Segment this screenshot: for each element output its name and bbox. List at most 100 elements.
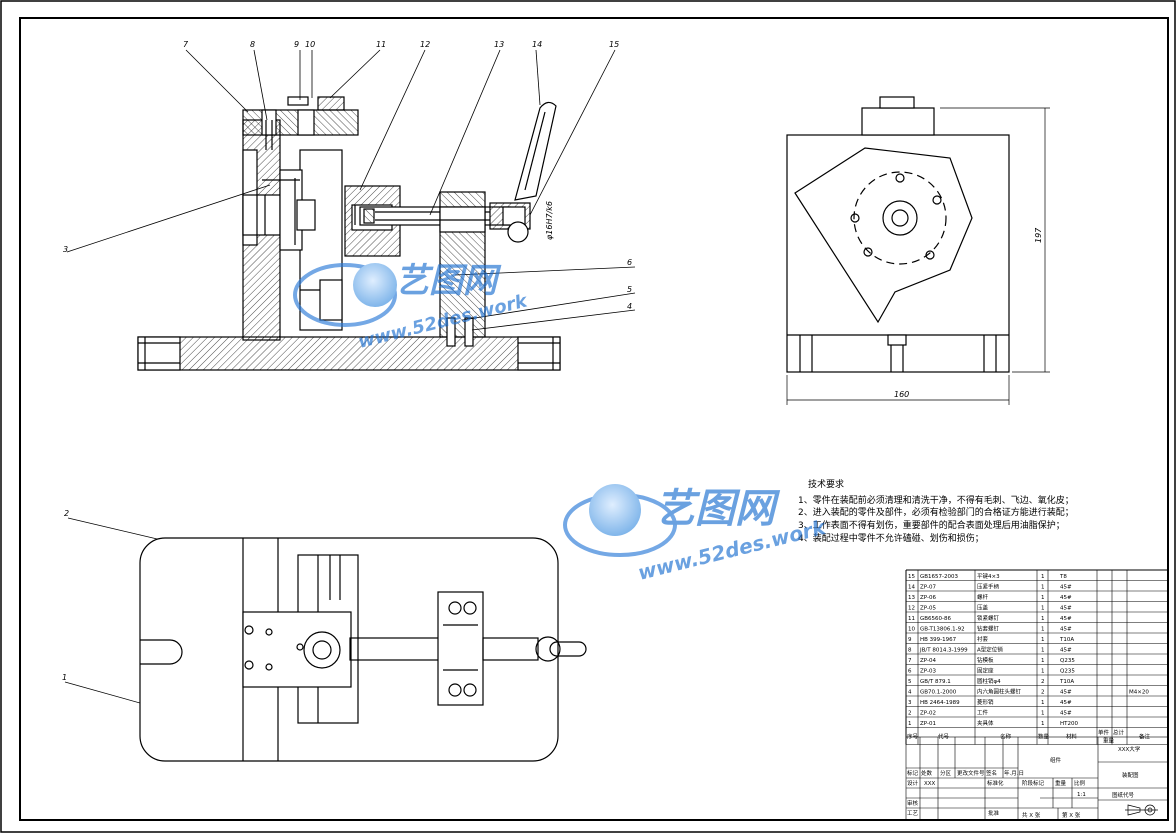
bom-row-name: 菱形销 (977, 698, 994, 706)
top-view (139, 537, 587, 762)
bom-header-code: 代号 (938, 733, 950, 741)
bom-row-no: 4 (908, 690, 912, 696)
callout-7: 7 (183, 40, 189, 49)
bom-row-no: 12 (908, 606, 915, 612)
bom-row-qty: 2 (1041, 679, 1045, 685)
bom-row-qty: 1 (1041, 585, 1045, 591)
bom-row-material: 45# (1060, 711, 1072, 717)
bom-row-code: GB-T13806.1-92 (920, 627, 965, 633)
callout-2: 2 (64, 509, 69, 518)
callout-6: 6 (627, 258, 632, 267)
tech-req-line-1: 1、零件在装配前必须清理和清洗干净，不得有毛刺、飞边、氧化皮； (798, 494, 1074, 506)
callout-15: 15 (609, 40, 619, 49)
bom-header-unit-weight: 单件 (1098, 729, 1110, 737)
bom-row-name: 平键4×3 (977, 572, 1000, 580)
bom-row-no: 9 (908, 637, 912, 643)
bom-row-name: 压紧手柄 (977, 583, 1000, 591)
bom-row-name: 钻套螺钉 (977, 625, 1000, 633)
bom-row-no: 10 (908, 627, 915, 633)
bom-row-code: ZP-06 (920, 595, 936, 601)
tech-req-line-4: 4、装配过程中零件不允许磕碰、划伤和损伤； (798, 532, 984, 544)
bom-row-name: 压盖 (977, 604, 989, 612)
fit-dimension: φ16H7/k6 (545, 201, 554, 240)
bom-row-qty: 1 (1041, 669, 1045, 675)
bom-row-code: ZP-02 (920, 711, 936, 717)
bom-row-material: 45# (1060, 585, 1072, 591)
callout-4: 4 (627, 302, 632, 311)
bom-row-no: 15 (908, 574, 915, 580)
tb-drawing-no: 图纸代号 (1112, 791, 1135, 799)
bom-row-code: ZP-04 (920, 658, 936, 664)
bom-row-material: 45# (1060, 700, 1072, 706)
bom-row-qty: 1 (1041, 616, 1045, 622)
base-section (137, 336, 561, 371)
bom-row-material: HT200 (1060, 721, 1078, 727)
callout-1: 1 (62, 673, 67, 682)
bom-row-name: 圆柱销φ4 (977, 677, 1001, 685)
tb-scale: 比例 (1074, 779, 1086, 787)
callout-3: 3 (63, 245, 68, 254)
bom-row-no: 2 (908, 711, 912, 717)
bom-row-no: 13 (908, 595, 915, 601)
callout-numbers: 7 8 9 10 11 12 13 14 15 3 6 5 4 2 1 (62, 40, 632, 682)
tb-zone: 分区 (940, 769, 952, 777)
width-dimension: 160 (894, 390, 909, 399)
tb-sign: 签名 (986, 769, 997, 777)
bom-row-qty: 1 (1041, 606, 1045, 612)
bom-header-total-weight: 总计 (1113, 729, 1125, 737)
bom-row-material: T10A (1059, 637, 1074, 643)
bom-row-note: M4×20 (1129, 690, 1149, 696)
tech-req-title: 技术要求 (808, 478, 844, 490)
projection-symbol (1125, 804, 1158, 816)
bom-header-note: 备注 (1139, 733, 1151, 741)
bom-row-material: T10A (1059, 679, 1074, 685)
bom-row-no: 14 (908, 585, 915, 591)
bom-row-material: Q235 (1060, 658, 1075, 664)
bom-header-material: 材料 (1066, 733, 1078, 741)
bom-row-code: JB/T 8014.3-1999 (919, 648, 968, 654)
bom-row-code: ZP-05 (920, 606, 936, 612)
bom-row-qty: 1 (1041, 711, 1045, 717)
tb-stage: 阶段标记 (1022, 779, 1045, 787)
technical-requirements: 技术要求 1、零件在装配前必须清理和清洗干净，不得有毛刺、飞边、氧化皮； 2、进… (798, 478, 1074, 544)
bom-row-name: 锁紧螺钉 (977, 614, 1000, 622)
watermark-1-cn: 艺图网 (395, 261, 502, 301)
tb-group: 组件 (1050, 756, 1062, 764)
bom-row-name: 内六角圆柱头螺钉 (977, 688, 1022, 696)
tech-req-line-3: 3、工作表面不得有划伤，重要部件的配合表面处理后用油脂保护； (798, 519, 1065, 531)
bom-row-material: 45# (1060, 606, 1072, 612)
bom-row-name: 螺杆 (977, 593, 989, 601)
bom-header-no: 序号 (907, 733, 919, 741)
bom-row-name: A型定位销 (977, 646, 1003, 654)
tb-process: 工艺 (907, 810, 919, 817)
tb-change-doc: 更改文件号 (957, 769, 985, 777)
screw-rod (359, 206, 511, 226)
bom-row-qty: 1 (1041, 595, 1045, 601)
bom-row-no: 6 (908, 669, 912, 675)
tb-mark: 标记 (907, 769, 919, 777)
bom-row-name: 钻模板 (977, 656, 994, 664)
bom-row-material: 45# (1060, 690, 1072, 696)
callout-11: 11 (376, 40, 386, 49)
tb-design: 设计 (907, 779, 919, 787)
tb-date: 年.月.日 (1004, 769, 1024, 777)
bom-row-material: 45# (1060, 648, 1072, 654)
bom-row-qty: 1 (1041, 721, 1045, 727)
bom-row-code: GB/T 879.1 (920, 679, 951, 685)
title-block (905, 736, 1169, 821)
bom-row-qty: 1 (1041, 627, 1045, 633)
tb-designer: XXX (924, 781, 936, 787)
bom-row-code: GB70.1-2000 (920, 690, 957, 696)
bom-row-qty: 1 (1041, 700, 1045, 706)
tb-sheets: 共 X 张 (1022, 811, 1041, 819)
bom-row-no: 7 (908, 658, 912, 664)
bom-row-no: 3 (908, 700, 912, 706)
callout-14: 14 (532, 40, 542, 49)
bom-row-qty: 1 (1041, 574, 1045, 580)
tb-std: 标准化 (987, 779, 1004, 787)
bom-row-code: ZP-03 (920, 669, 936, 675)
tb-assembly: 装配图 (1122, 771, 1139, 779)
bom-header-weight: 重量 (1103, 737, 1115, 745)
